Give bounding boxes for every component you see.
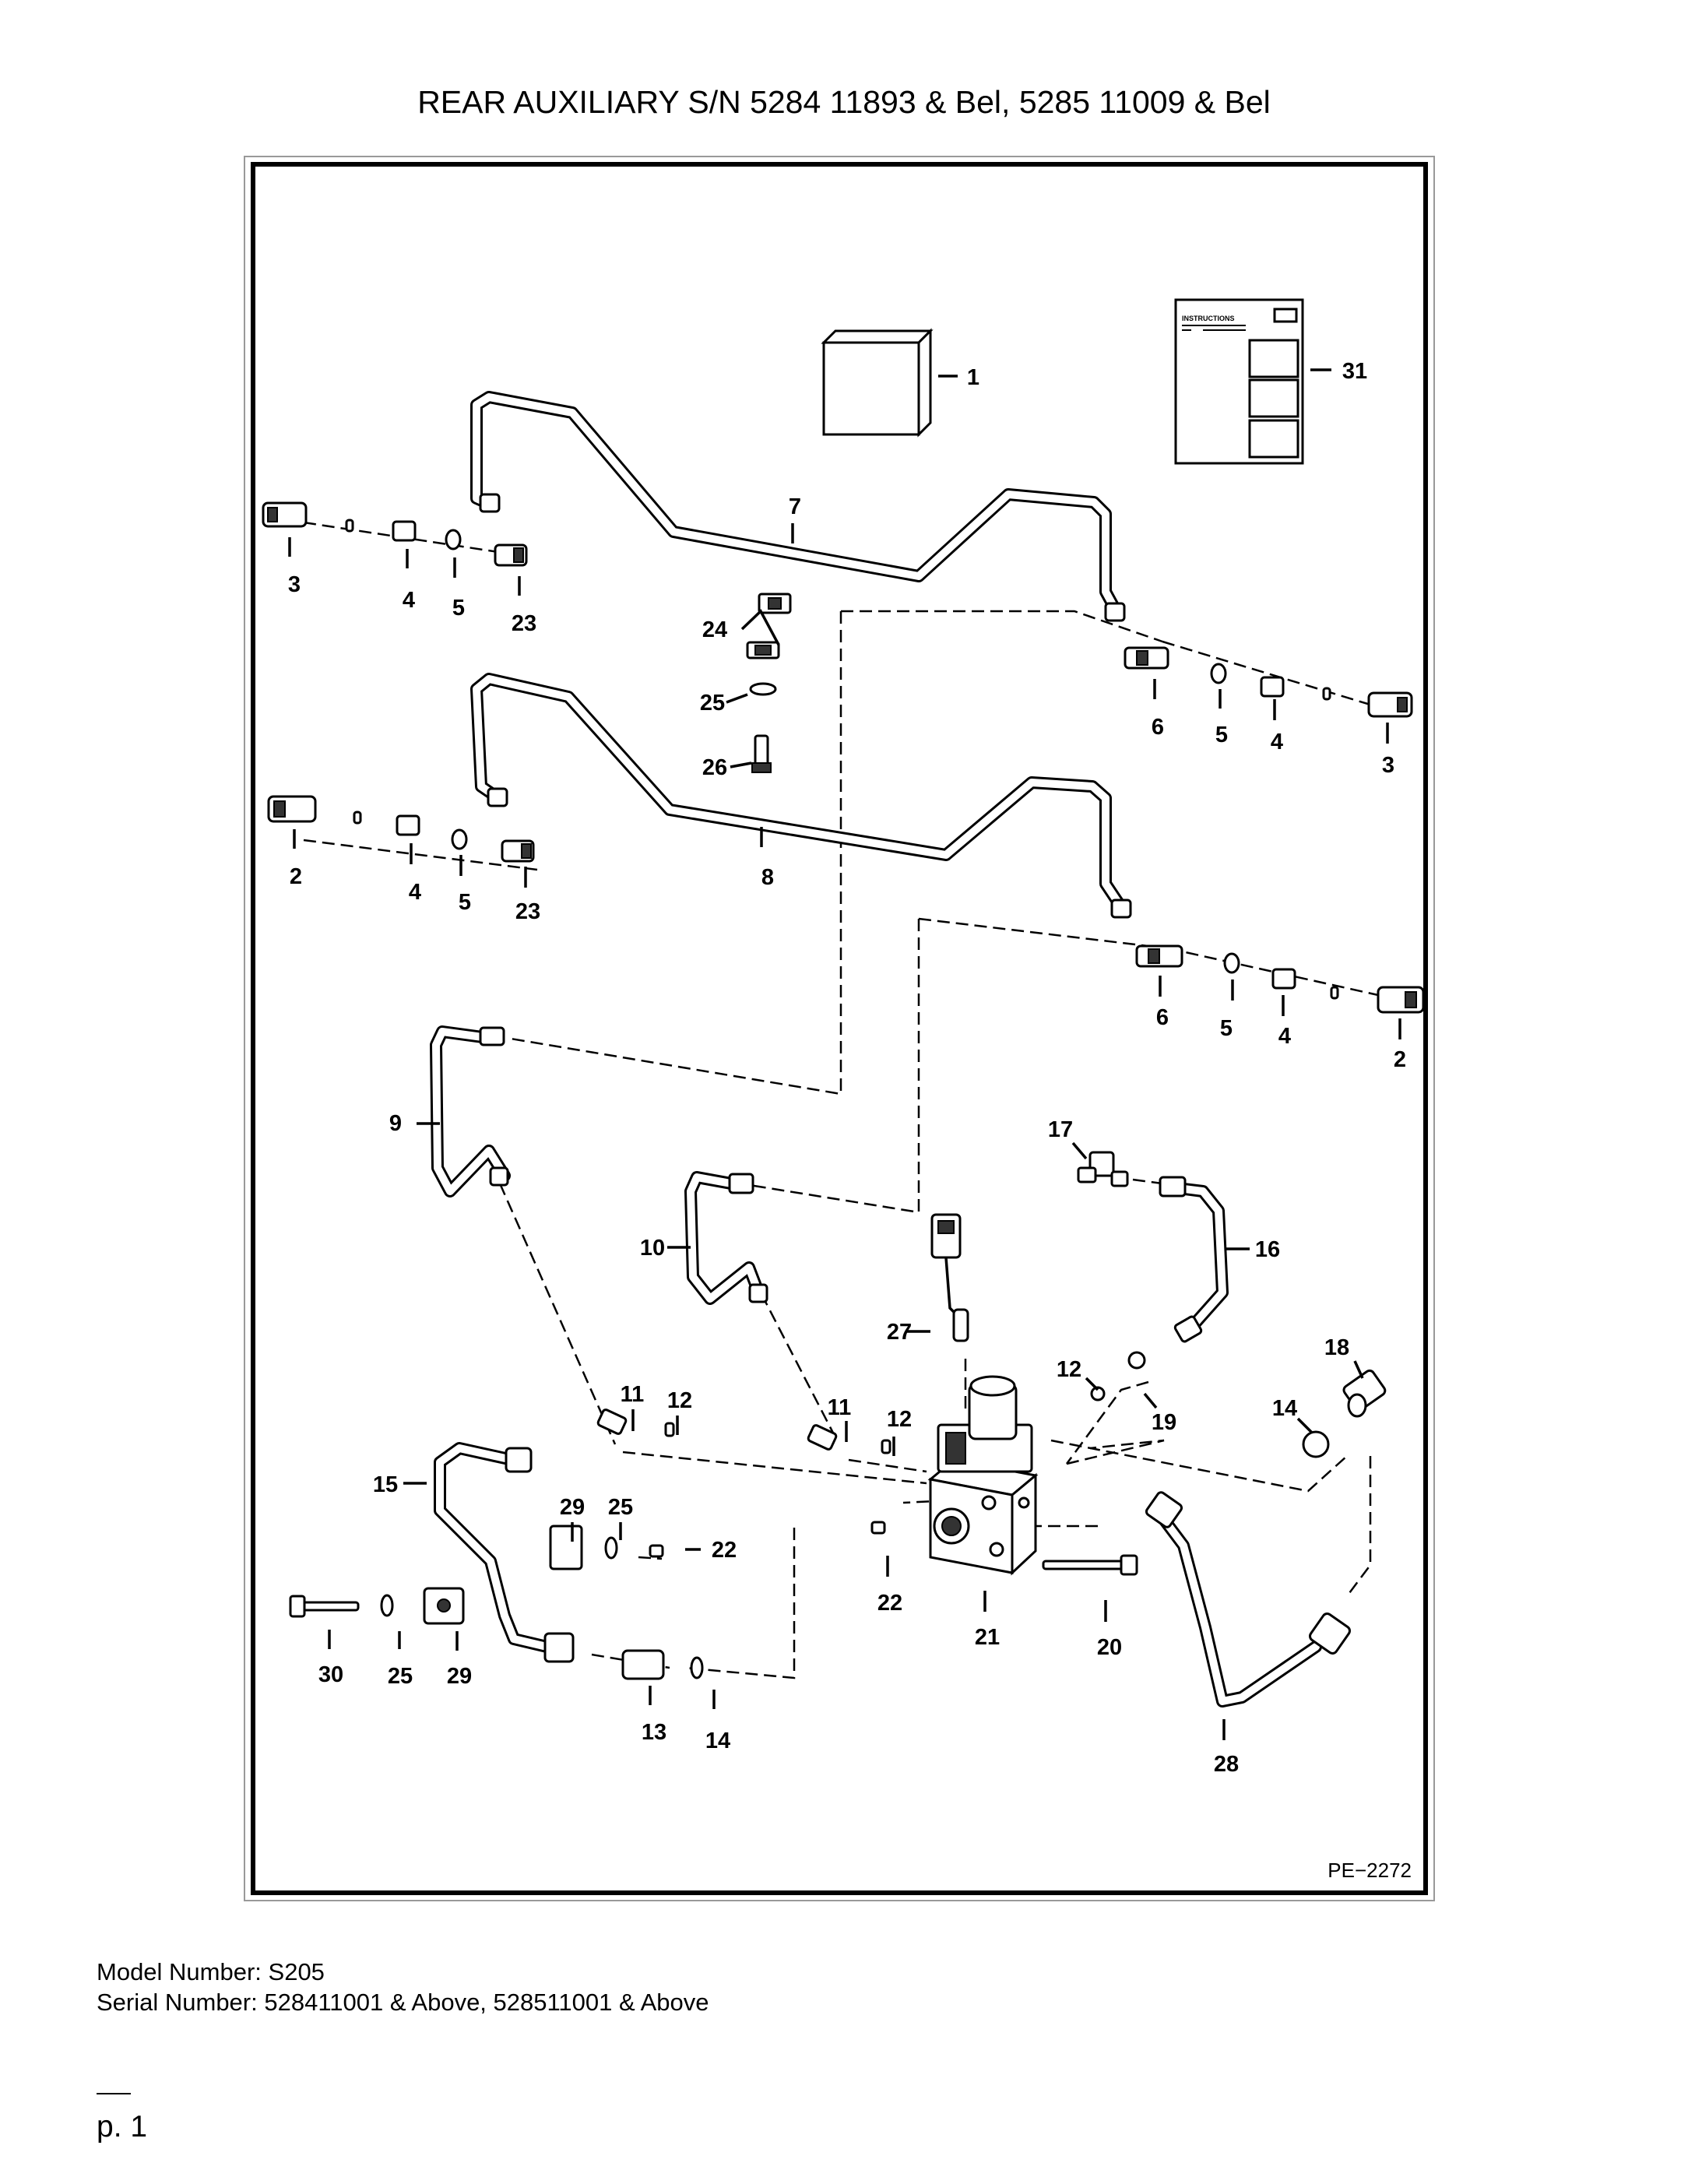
- leader-lines: [288, 368, 1401, 1740]
- instructions-sheet-part-31: INSTRUCTIONS: [1174, 298, 1304, 465]
- callout-29: 29: [560, 1495, 585, 1520]
- figure-id: PE−2272: [1328, 1859, 1412, 1882]
- callout-16: 16: [1255, 1237, 1280, 1262]
- model-number: Model Number: S205: [97, 1958, 325, 1985]
- callout-27: 27: [887, 1320, 912, 1345]
- callout-18: 18: [1324, 1335, 1349, 1360]
- callout-4: 4: [1271, 730, 1283, 754]
- serial-number: Serial Number: 528411001 & Above, 528511…: [97, 1989, 709, 2016]
- page-number: p. 1: [97, 2110, 148, 2144]
- kit-box-part-1: [821, 328, 934, 438]
- callout-22: 22: [712, 1538, 737, 1563]
- callout-3: 3: [288, 572, 301, 597]
- fittings-upper-right: [1124, 646, 1413, 718]
- callout-11: 11: [828, 1395, 852, 1420]
- callout-4: 4: [403, 588, 415, 613]
- callout-2: 2: [290, 864, 302, 889]
- tube-7: [470, 391, 1126, 622]
- diagram-frame: [251, 162, 1428, 1895]
- tube-10: [684, 1171, 768, 1305]
- fittings-mid-right: [1135, 944, 1425, 1014]
- callout-12: 12: [667, 1388, 692, 1413]
- callout-4: 4: [409, 880, 421, 905]
- callout-25: 25: [700, 691, 725, 716]
- small-fittings: [596, 1151, 1387, 1458]
- callout-8: 8: [761, 865, 774, 890]
- callout-26: 26: [702, 755, 727, 780]
- callout-5: 5: [1215, 723, 1228, 747]
- callout-1: 1: [967, 365, 979, 390]
- harness-part-27: [930, 1213, 969, 1342]
- callout-28: 28: [1214, 1752, 1239, 1777]
- page-title: REAR AUXILIARY S/N 5284 11893 & Bel, 528…: [417, 84, 1271, 120]
- callout-31: 31: [1342, 359, 1367, 384]
- callout-30: 30: [318, 1662, 343, 1687]
- callout-2: 2: [1394, 1047, 1406, 1072]
- callout-12: 12: [887, 1407, 912, 1432]
- instructions-label: INSTRUCTIONS: [1182, 315, 1235, 322]
- callout-19: 19: [1152, 1410, 1176, 1435]
- tube-28: [1145, 1491, 1351, 1707]
- fittings-mid-left: [267, 795, 535, 863]
- callout-12: 12: [1057, 1357, 1081, 1382]
- fittings-upper-left: [262, 501, 528, 567]
- callout-13: 13: [642, 1720, 666, 1745]
- callout-7: 7: [789, 494, 801, 519]
- tube-8: [470, 673, 1132, 919]
- callout-23: 23: [515, 899, 540, 924]
- callout-22: 22: [877, 1591, 902, 1616]
- callout-6: 6: [1152, 715, 1164, 740]
- callout-25: 25: [608, 1495, 633, 1520]
- callout-17: 17: [1048, 1117, 1073, 1142]
- callout-15: 15: [373, 1472, 398, 1497]
- callout-labels: 1 31 7 3 4 5 23 24 25 26 6 5 4 3 2 4 5 2…: [288, 359, 1406, 1777]
- bolts-and-nuts: [289, 1521, 1138, 1680]
- callout-20: 20: [1097, 1635, 1122, 1660]
- callout-29: 29: [447, 1664, 472, 1689]
- diagram-frame-outer: [244, 156, 1435, 1901]
- callout-5: 5: [1220, 1016, 1233, 1041]
- footer-rule: [97, 2093, 131, 2094]
- callout-23: 23: [512, 611, 536, 636]
- callout-5: 5: [452, 596, 465, 621]
- tube-9: [430, 1025, 511, 1198]
- callout-3: 3: [1382, 753, 1394, 778]
- tube-16: [1159, 1176, 1229, 1343]
- callout-4: 4: [1278, 1024, 1291, 1049]
- callout-21: 21: [975, 1625, 1000, 1650]
- callout-6: 6: [1156, 1005, 1169, 1030]
- callout-24: 24: [702, 617, 727, 642]
- valve-block-part-21: [927, 1375, 1039, 1576]
- callout-5: 5: [459, 890, 471, 915]
- callout-11: 11: [621, 1382, 645, 1407]
- tube-15: [434, 1442, 575, 1663]
- callout-25: 25: [388, 1664, 413, 1689]
- clamp-parts-24-25-26: [746, 593, 792, 773]
- callout-10: 10: [640, 1236, 665, 1261]
- callout-14: 14: [705, 1729, 730, 1753]
- callout-14: 14: [1272, 1396, 1297, 1421]
- routing-dashed-lines: [303, 521, 1379, 1679]
- callout-9: 9: [389, 1111, 402, 1136]
